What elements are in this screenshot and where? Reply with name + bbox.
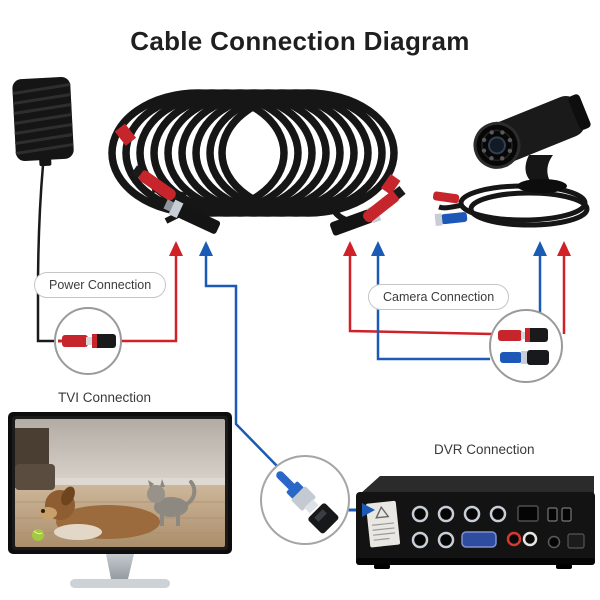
- monitor-base: [70, 579, 170, 588]
- warning-sticker: [365, 500, 401, 548]
- usb-port: [547, 507, 558, 522]
- bnc-connector-zoom-icon: [260, 455, 350, 545]
- camera-pigtail-blue: [434, 212, 468, 227]
- power-jack: [547, 535, 561, 549]
- power-plug-red: [131, 165, 176, 201]
- label-tvi-connection: TVI Connection: [58, 390, 152, 405]
- arrow-right-blue-dvr: [362, 503, 375, 517]
- dog: [39, 486, 160, 540]
- vga-port: [461, 531, 497, 548]
- ethernet-port: [517, 505, 539, 522]
- tvi-line: [204, 252, 278, 467]
- power-line: [121, 252, 178, 343]
- camera-line-red-left: [348, 252, 493, 336]
- camera-icon: [432, 94, 591, 228]
- cable-end-right: [327, 186, 406, 236]
- power-switch: [567, 533, 585, 549]
- flow-arrows: [169, 241, 571, 517]
- label-dvr-connection: DVR Connection: [434, 442, 535, 457]
- bnc-ports: [411, 505, 507, 549]
- tennis-ball: [32, 529, 44, 541]
- ir-led-dots: [481, 130, 513, 161]
- arrow-up-red-power: [169, 241, 183, 256]
- power-adapter-icon: [12, 76, 74, 343]
- arrow-up-blue-tvi: [199, 241, 213, 256]
- monitor-icon: [8, 412, 232, 588]
- rca-red-port: [506, 531, 522, 547]
- power-adapter-cable: [36, 164, 54, 343]
- arrow-up-blue-camera: [533, 241, 547, 256]
- monitor-stand: [106, 554, 134, 579]
- rca-white-port: [522, 531, 538, 547]
- cable-coil-icon: [108, 89, 398, 217]
- arrow-up-red-cable: [343, 241, 357, 256]
- camera-pigtail-red: [432, 191, 460, 204]
- usb-port: [561, 507, 572, 522]
- power-plug-red: [362, 186, 406, 223]
- arrow-up-red-camera: [557, 241, 571, 256]
- power-connector-zoom-icon: [54, 307, 122, 375]
- cat: [147, 479, 197, 526]
- page-title: Cable Connection Diagram: [130, 26, 470, 56]
- label-power-connection: Power Connection: [34, 272, 167, 298]
- label-camera-connection: Camera Connection: [368, 284, 510, 310]
- camera-connector-zoom-icon: [489, 309, 563, 383]
- cable-end-left: [131, 165, 221, 234]
- screen-photo: [15, 419, 225, 547]
- bnc-connector-black: [163, 199, 221, 234]
- red-tape-marks: [114, 123, 401, 195]
- arrow-up-blue-cable: [371, 241, 385, 256]
- dvr-icon: [356, 476, 595, 569]
